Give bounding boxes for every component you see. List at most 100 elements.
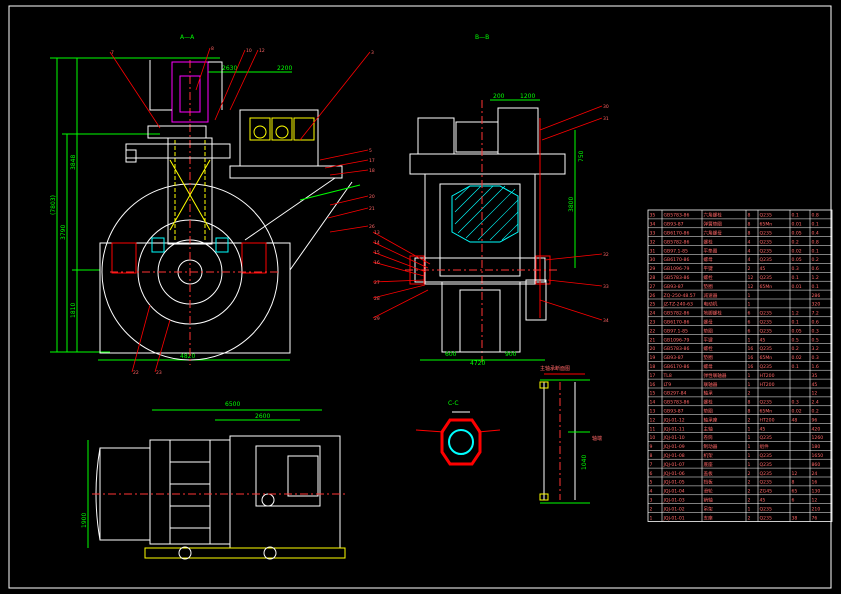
parts-table-cell: Q235: [760, 471, 772, 477]
parts-table-cell: 1: [748, 373, 751, 379]
detail-end-cap-top: [539, 381, 549, 389]
parts-table-cell: 11: [650, 426, 656, 432]
parts-table-cell: 0.3: [792, 266, 799, 272]
parts-table-cell: 45: [760, 426, 766, 432]
parts-table-cell: Q235: [760, 346, 772, 352]
parts-table-cell: 10: [650, 435, 656, 441]
parts-table-cell: 螺母: [704, 256, 714, 263]
parts-table-cell: GB97.1-85: [664, 248, 689, 254]
parts-table-cell: 0.01: [792, 222, 802, 228]
parts-table-cell: 弹性联轴器: [704, 372, 727, 379]
parts-table-cell: JZ-TZ-240-63: [663, 302, 694, 308]
parts-table-cell: 1: [650, 515, 653, 521]
parts-table-cell: GB6170-86: [664, 320, 690, 326]
parts-table-cell: GB93-87: [664, 409, 684, 415]
parts-table-cell: GB1096-79: [664, 266, 690, 272]
parts-table-cell: GB297-84: [664, 391, 687, 397]
parts-table-cell: 12: [748, 275, 754, 281]
plan-view: 6500 2600 1900: [81, 401, 346, 560]
balloon-label: 23: [156, 370, 162, 376]
parts-table-cell: 4: [748, 257, 751, 263]
detail-title: 主轴承断面图: [540, 365, 570, 372]
parts-table-cell: JQJ-01-05: [663, 480, 685, 486]
parts-table-cell: 320: [812, 302, 821, 308]
parts-table-cell: 29: [650, 266, 656, 272]
section-leader-right: [477, 429, 501, 433]
parts-table-cell: 24: [812, 471, 818, 477]
parts-table-cell: 六角螺栓: [704, 212, 723, 219]
parts-table-cell: 0.05: [792, 257, 802, 263]
balloon-leader: [539, 299, 603, 321]
parts-table-cell: 7.2: [812, 311, 819, 317]
balloon-label: 5: [369, 148, 372, 154]
balloon-label: 34: [603, 318, 609, 324]
balloon-label: 32: [603, 252, 609, 258]
balloon-leader: [372, 261, 425, 277]
parts-table-cell: 弹簧垫圈: [704, 221, 723, 228]
dim-front-top-right: 2200: [277, 65, 292, 72]
parts-table-cell: 8: [748, 409, 751, 415]
front-diag-support-2: [244, 177, 336, 241]
balloon-leader: [109, 51, 161, 129]
front-view: A—A (7803) 3790 3848 1810 4820 2630 2200: [50, 34, 361, 365]
parts-table-cell: ZQ-250-48.57: [664, 293, 696, 299]
parts-table-cell: 33: [650, 231, 656, 237]
balloon-label: 28: [374, 296, 380, 302]
parts-table-cell: GB6170-86: [664, 231, 690, 237]
front-gear-1: [249, 117, 271, 141]
section-view: C-C: [415, 400, 501, 466]
parts-table-cell: 12: [812, 391, 818, 397]
front-hook-assembly: [171, 61, 209, 123]
parts-table-cell: Q235: [760, 248, 772, 254]
parts-table-cell: Q235: [760, 453, 772, 459]
parts-table-cell: 45: [760, 337, 766, 343]
parts-table-cell: 6: [748, 320, 751, 326]
parts-table-cell: 1650: [812, 453, 824, 459]
parts-table-cell: 45: [760, 266, 766, 272]
balloon-leader: [372, 251, 427, 273]
parts-table-cell: 1: [748, 435, 751, 441]
dim-side-bottom-left: 600: [445, 351, 457, 358]
parts-table-cell: 2: [650, 506, 653, 512]
parts-table-frame: [647, 209, 833, 522]
parts-table-cell: 16: [748, 364, 754, 370]
parts-table-cell: 76: [812, 515, 818, 521]
parts-table-cell: GB5783-86: [664, 213, 690, 219]
parts-table-cell: 13: [650, 409, 656, 415]
parts-table-cell: 0.1: [792, 213, 799, 219]
dim-side-bottom-right: 900: [505, 351, 517, 358]
parts-table-cell: 3: [650, 498, 653, 504]
balloon-label: 26: [369, 224, 375, 230]
parts-table-cell: HT200: [760, 373, 775, 379]
front-left-bracket: [125, 149, 137, 163]
parts-table-cell: Q235: [760, 320, 772, 326]
balloon-label: 8: [211, 46, 214, 52]
section-octagon-outer: [440, 418, 482, 466]
parts-table-cell: 17: [650, 373, 656, 379]
front-upper-block: [147, 125, 207, 139]
balloon-label: 21: [369, 206, 375, 212]
balloon-label: 15: [374, 250, 380, 256]
side-column-inner: [439, 183, 521, 277]
parts-table-cell: 65Mn: [760, 355, 773, 361]
parts-table-cell: 20: [650, 346, 656, 352]
parts-table-cell: 0.6: [812, 320, 819, 326]
parts-table-cell: Q235: [760, 364, 772, 370]
parts-table-cell: 2: [748, 266, 751, 272]
parts-table-cell: 平键: [704, 265, 714, 272]
parts-table-cell: 420: [812, 426, 821, 432]
parts-table-cell: 35: [812, 373, 818, 379]
balloon-leader: [544, 253, 603, 261]
parts-table-cell: 垫圈: [704, 283, 714, 290]
parts-table-cell: 螺栓: [704, 274, 714, 281]
balloon-label: 10: [246, 48, 252, 54]
front-gear-2: [271, 117, 293, 141]
parts-table-cell: 180: [812, 444, 821, 450]
parts-table-cell: 滑轮: [704, 488, 714, 495]
front-gear-hub-2: [275, 125, 289, 139]
parts-table-cell: Q235: [760, 480, 772, 486]
detail-end-cap-bottom: [539, 493, 549, 501]
parts-table-cell: 2: [748, 480, 751, 486]
